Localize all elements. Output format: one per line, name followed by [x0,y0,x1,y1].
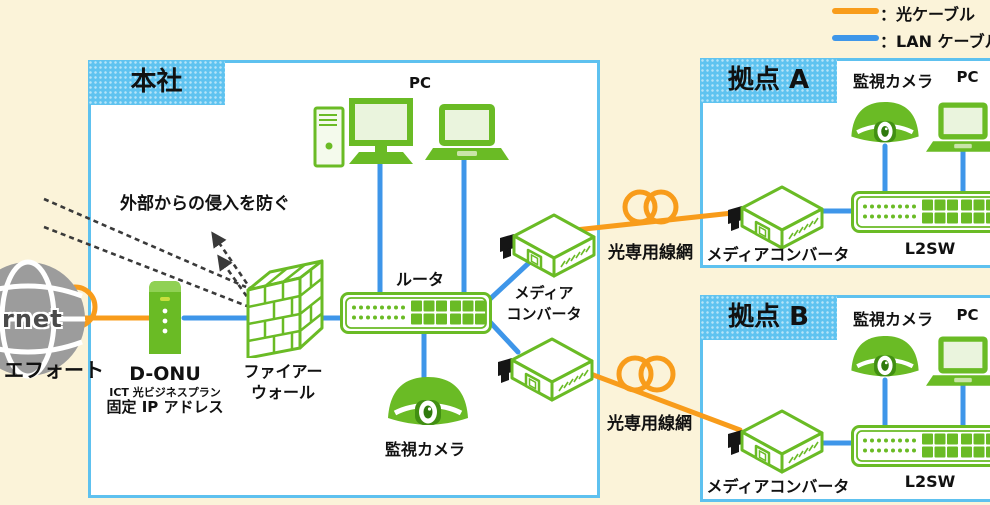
media-converter-lower-icon [496,330,596,402]
legend-optical-swatch [832,8,879,14]
legend-lan-swatch [832,35,879,41]
wan-line-a-label: 光専用線網 [608,243,693,263]
donu-plan-label: ICT 光ビジネスプラン [109,386,221,399]
site-a-title: 拠点 A [727,65,810,95]
site-b-media-converter-icon [726,402,826,474]
site-a-media-converter-icon [726,178,826,250]
honsha-title: 本社 [130,67,183,97]
firewall-label: ファイアー ウォール [243,362,323,402]
site-a-l2sw-icon [851,191,990,233]
honsha-pc-label: PC [408,74,431,92]
site-a-switch-label: L2SW [904,239,956,258]
internet-globe-text: rnet [2,305,63,333]
legend-optical-label: ：光ケーブル [880,5,976,24]
site-b-title: 拠点 B [728,302,809,332]
site-b-title-tab: 拠点 B [700,295,837,340]
site-b-pc-label: PC [956,306,979,324]
desktop-pc-icon [313,94,415,170]
media-converter-upper-icon [498,206,598,278]
donu-label: D-ONU [129,363,201,385]
site-a-pc-label: PC [956,68,979,86]
honsha-media-converter-label: メディア コンバータ [506,284,582,323]
site-b-camera-label: 監視カメラ [852,310,933,329]
donu-icon [146,279,184,356]
laptop-icon [425,102,509,164]
honsha-camera-label: 監視カメラ [384,440,465,459]
site-a-title-tab: 拠点 A [700,58,837,103]
site-b-l2sw-icon [851,425,990,467]
site-a-media-converter-label: メディアコンバータ [706,245,850,264]
site-b-media-converter-label: メディアコンバータ [706,477,850,496]
router-label: ルータ [395,270,444,289]
firewall-icon [240,250,332,358]
surveillance-camera-icon [384,370,472,434]
internet-caption: エフォート [4,358,104,382]
intrusion-note: 外部からの侵入を防ぐ [120,194,290,214]
site-a-camera-label: 監視カメラ [852,72,933,91]
site-a-camera-icon [848,96,922,150]
site-b-camera-icon [848,330,922,384]
router-icon [340,292,492,334]
site-b-laptop-icon [926,334,990,390]
donu-ip-label: 固定 IP アドレス [106,398,224,416]
legend-lan-label: ：LAN ケーブル [880,32,990,51]
site-b-switch-label: L2SW [904,472,956,491]
wan-line-b-label: 光専用線網 [607,414,692,434]
site-a-laptop-icon [926,100,990,156]
honsha-title-tab: 本社 [88,60,225,105]
